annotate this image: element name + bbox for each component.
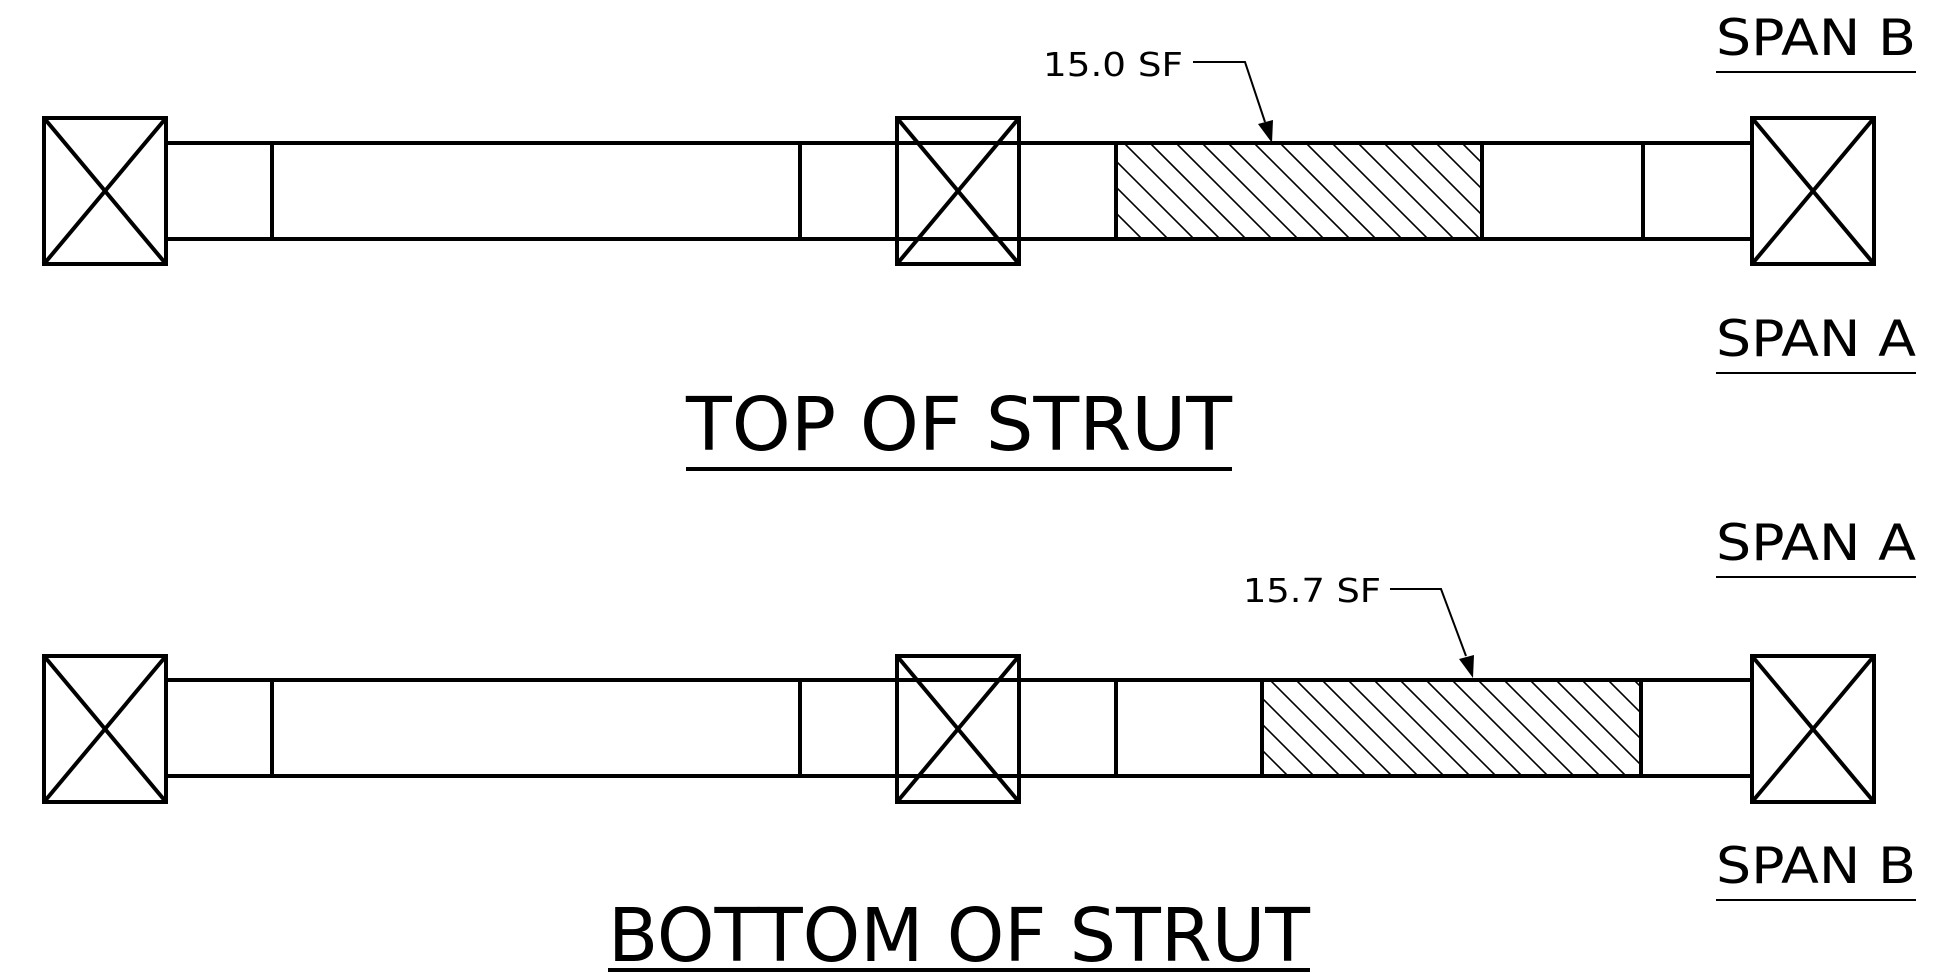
hatch-line [1425, 680, 1523, 776]
hatch-line [1116, 185, 1169, 239]
hatch-line [1331, 143, 1429, 239]
hatch-line [1321, 680, 1419, 776]
top-area-callout: 15.0 SF [1043, 45, 1183, 84]
hatch-line [1435, 143, 1482, 191]
bottom-span-label-upper: SPAN A [1716, 514, 1916, 572]
bottom-view-title: BOTTOM OF STRUT [608, 893, 1311, 973]
hatch-line [1461, 143, 1482, 165]
hatch-line [1529, 680, 1627, 776]
hatch-line [1295, 680, 1393, 776]
top-support-box-left [42, 116, 168, 266]
hatch-line [1409, 143, 1482, 217]
hatch-line [1399, 680, 1497, 776]
hatch-line [1269, 680, 1367, 776]
bottom-callout-leader [1390, 588, 1474, 678]
hatch-line [1373, 680, 1471, 776]
hatch-line [1451, 680, 1549, 776]
hatch-line [1477, 680, 1575, 776]
bottom-hatched-repair-area [1261, 679, 1642, 777]
top-support-box-right [1750, 116, 1876, 266]
hatch-line [1503, 680, 1601, 776]
top-span-label-lower: SPAN A [1716, 310, 1916, 368]
hatch-line [1175, 143, 1273, 239]
bottom-support-box-middle [895, 654, 1021, 804]
hatch-line [1201, 143, 1299, 239]
hatch-line [1116, 211, 1143, 239]
top-support-box-middle [895, 116, 1021, 266]
bottom-area-callout: 15.7 SF [1243, 571, 1381, 610]
hatch-line [1607, 680, 1641, 715]
hatch-line [1555, 680, 1641, 767]
hatch-line [1581, 680, 1641, 741]
top-span-label-upper: SPAN B [1716, 9, 1916, 67]
bottom-support-box-right [1750, 654, 1876, 804]
hatch-line [1347, 680, 1445, 776]
hatch-line [1123, 143, 1221, 239]
hatch-line [1253, 143, 1351, 239]
top-of-strut-view: SPAN B SPAN A [42, 9, 1916, 471]
hatch-line [1149, 143, 1247, 239]
top-callout-leader [1193, 61, 1273, 143]
hatch-line [1383, 143, 1481, 239]
hatch-line [1305, 143, 1403, 239]
bottom-support-box-left [42, 654, 168, 804]
hatch-line [1357, 143, 1455, 239]
hatch-line [1633, 680, 1641, 689]
hatch-line [1116, 237, 1117, 239]
hatch-line [1262, 774, 1263, 776]
bottom-of-strut-view: SPAN A SPAN B 15.7 SF [42, 514, 1916, 973]
hatch-line [1116, 159, 1195, 239]
hatch-line [1262, 696, 1341, 776]
top-view-title: TOP OF STRUT [685, 382, 1233, 468]
hatch-line [1262, 748, 1289, 776]
hatch-line [1279, 143, 1377, 239]
hatch-line [1227, 143, 1325, 239]
bottom-span-label-lower: SPAN B [1716, 837, 1916, 895]
hatch-line [1262, 722, 1315, 776]
top-hatched-repair-area [1115, 142, 1483, 240]
